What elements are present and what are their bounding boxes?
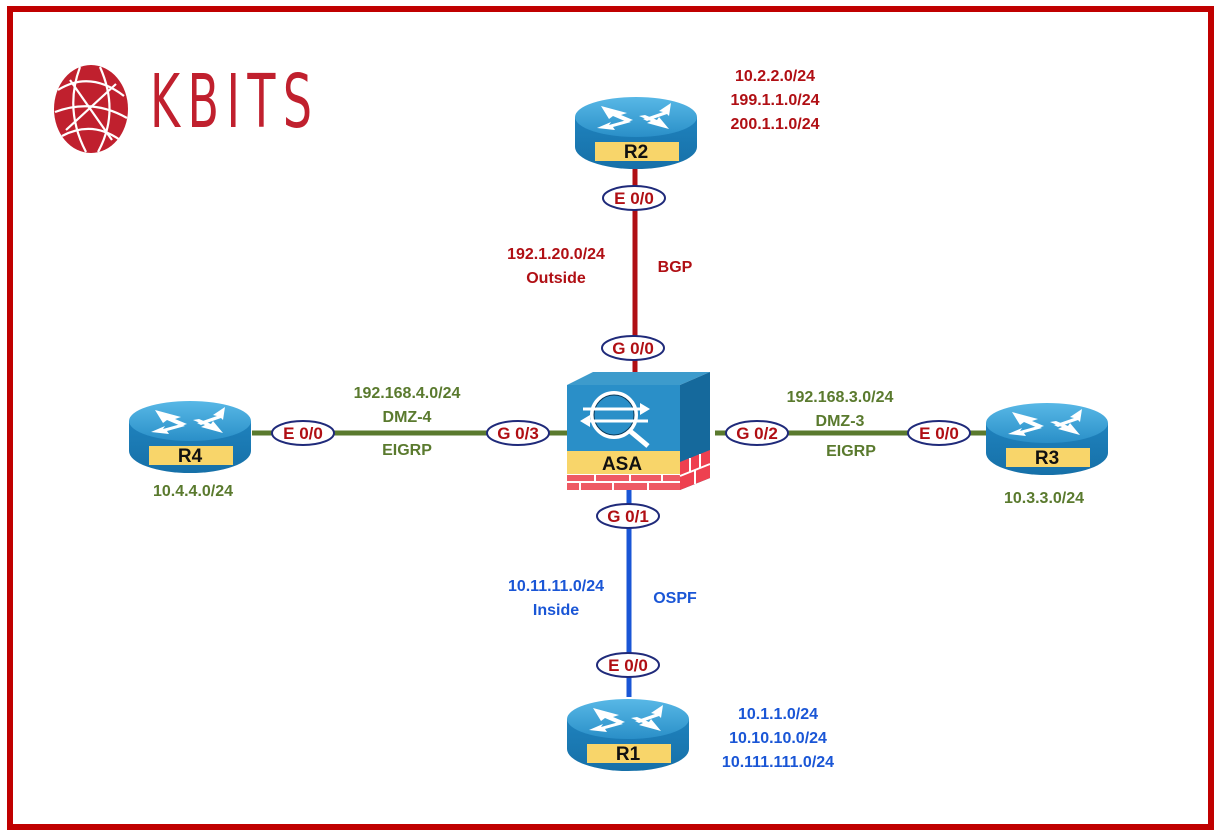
svg-text:G 0/0: G 0/0 — [612, 339, 654, 358]
r1-network: 10.111.111.0/24 — [721, 754, 835, 771]
svg-text:E 0/0: E 0/0 — [919, 424, 959, 443]
svg-text:E 0/0: E 0/0 — [283, 424, 323, 443]
router-r1-label: R1 — [616, 744, 641, 765]
dmz3-zone: DMZ-3 — [815, 413, 865, 430]
dmz3-link-info: 192.168.3.0/24 DMZ-3 — [770, 386, 910, 434]
svg-text:G 0/3: G 0/3 — [497, 424, 539, 443]
r2-network: 200.1.1.0/24 — [730, 116, 820, 133]
r2-network: 199.1.1.0/24 — [730, 92, 820, 109]
router-r3-label: R3 — [1035, 448, 1059, 469]
dmz3-subnet: 192.168.3.0/24 — [786, 389, 894, 406]
inside-subnet: 10.11.11.0/24 — [507, 578, 605, 595]
kbits-logo-icon — [54, 65, 128, 153]
r4-network: 10.4.4.0/24 — [152, 483, 234, 500]
dmz4-subnet: 192.168.4.0/24 — [353, 385, 461, 402]
svg-text:G 0/2: G 0/2 — [736, 424, 778, 443]
dmz4-link-info: 192.168.4.0/24 DMZ-4 — [337, 382, 477, 430]
interface-asa-g0-0[interactable]: G 0/0 — [601, 335, 665, 361]
asa-inspect-icon — [580, 391, 650, 448]
r2-networks: 10.2.2.0/24 199.1.1.0/24 200.1.1.0/24 — [720, 65, 830, 137]
router-r2[interactable]: R2 — [575, 97, 697, 169]
interface-r4-e0-0[interactable]: E 0/0 — [271, 420, 335, 446]
diagram-border — [7, 6, 1214, 830]
dmz4-zone: DMZ-4 — [382, 409, 432, 426]
svg-text:E 0/0: E 0/0 — [614, 189, 654, 208]
asa-firewall[interactable]: ASA — [567, 372, 711, 490]
inside-link-info: 10.11.11.0/24 Inside — [490, 575, 622, 623]
r1-networks: 10.1.1.0/24 10.10.10.0/24 10.111.111.0/2… — [703, 703, 853, 775]
firewall-bricks-icon — [567, 450, 711, 490]
interface-r1-e0-0[interactable]: E 0/0 — [596, 652, 660, 678]
interface-asa-g0-3[interactable]: G 0/3 — [486, 420, 550, 446]
r2-network: 10.2.2.0/24 — [734, 68, 816, 85]
router-r1[interactable]: R1 — [567, 699, 689, 771]
dmz3-protocol: EIGRP — [826, 443, 876, 460]
asa-label: ASA — [602, 454, 642, 475]
inside-zone: Inside — [532, 602, 580, 619]
router-r2-label: R2 — [624, 142, 648, 163]
kbits-logo-text: KBITS — [150, 59, 320, 145]
outside-link-info: 192.1.20.0/24 Outside — [490, 243, 622, 291]
interface-asa-g0-2[interactable]: G 0/2 — [725, 420, 789, 446]
r1-network: 10.10.10.0/24 — [729, 730, 827, 747]
outside-zone: Outside — [526, 270, 586, 287]
router-r4-label: R4 — [178, 446, 203, 467]
router-r3[interactable]: R3 — [986, 403, 1108, 475]
dmz4-protocol: EIGRP — [382, 442, 432, 459]
router-r4[interactable]: R4 — [129, 401, 251, 473]
interface-r2-e0-0[interactable]: E 0/0 — [602, 185, 666, 211]
outside-protocol: BGP — [657, 259, 693, 276]
interface-r3-e0-0[interactable]: E 0/0 — [907, 420, 971, 446]
outside-subnet: 192.1.20.0/24 — [507, 246, 605, 263]
r3-network: 10.3.3.0/24 — [1003, 490, 1085, 507]
svg-text:G 0/1: G 0/1 — [607, 507, 649, 526]
inside-protocol: OSPF — [653, 590, 697, 607]
r1-network: 10.1.1.0/24 — [737, 706, 819, 723]
interface-asa-g0-1[interactable]: G 0/1 — [596, 503, 660, 529]
svg-text:E 0/0: E 0/0 — [608, 656, 648, 675]
